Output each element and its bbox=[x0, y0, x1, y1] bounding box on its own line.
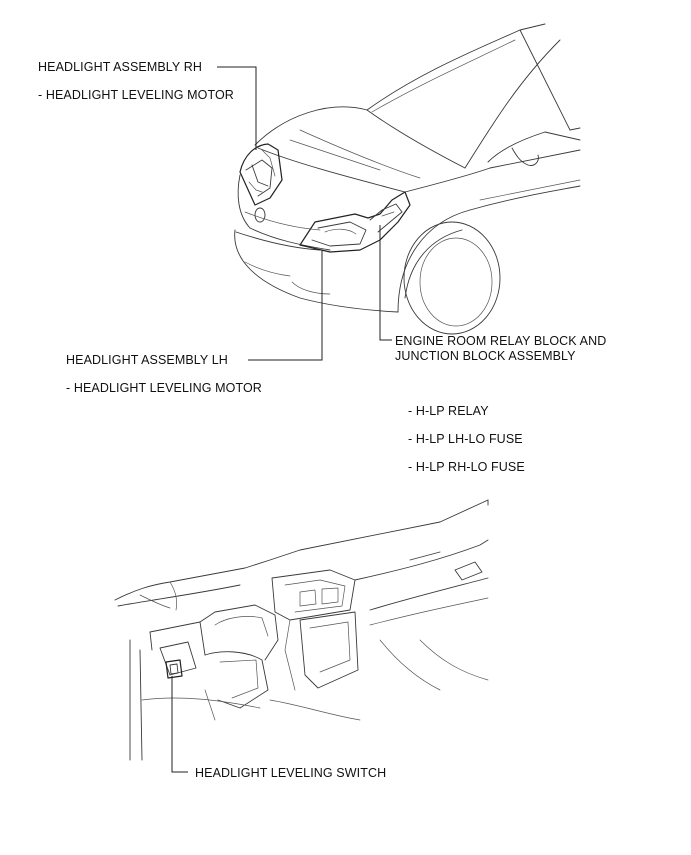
headlight-assembly-rh-label: HEADLIGHT ASSEMBLY RH bbox=[38, 60, 202, 74]
dashboard-illustration bbox=[114, 499, 489, 761]
junction-block-assembly-label: JUNCTION BLOCK ASSEMBLY bbox=[395, 349, 576, 363]
hlp-rh-lo-fuse-label: - H-LP RH-LO FUSE bbox=[408, 460, 525, 474]
headlight-assembly-lh-label: HEADLIGHT ASSEMBLY LH bbox=[66, 353, 228, 367]
headlight-leveling-switch-label: HEADLIGHT LEVELING SWITCH bbox=[195, 766, 387, 780]
headlight-leveling-motor-lh-label: - HEADLIGHT LEVELING MOTOR bbox=[66, 381, 262, 395]
leader-lines bbox=[171, 66, 392, 773]
engine-room-relay-block-label: ENGINE ROOM RELAY BLOCK AND bbox=[395, 334, 607, 348]
headlight-leveling-motor-rh-label: - HEADLIGHT LEVELING MOTOR bbox=[38, 88, 234, 102]
hlp-relay-label: - H-LP RELAY bbox=[408, 404, 489, 418]
car-front-illustration bbox=[234, 23, 581, 335]
hlp-lh-lo-fuse-label: - H-LP LH-LO FUSE bbox=[408, 432, 523, 446]
